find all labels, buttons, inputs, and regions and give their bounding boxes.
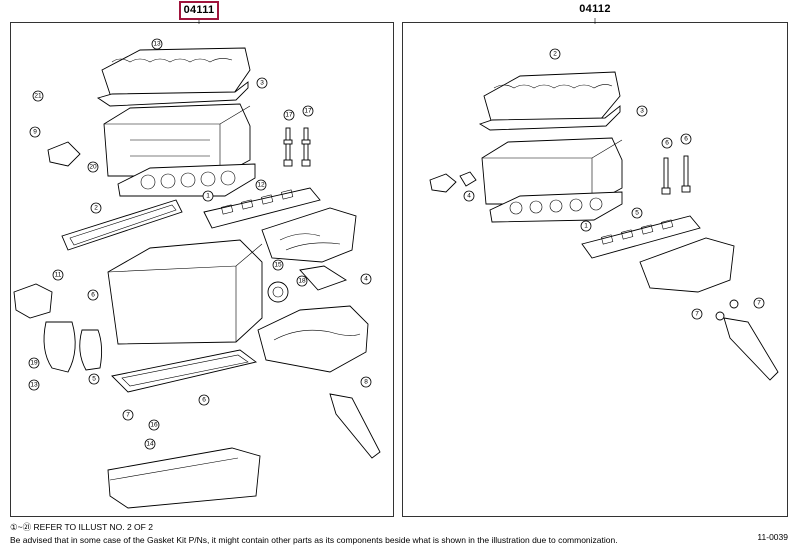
callout-left-20[interactable]: 6 <box>198 394 210 406</box>
svg-text:2: 2 <box>553 51 557 58</box>
svg-text:18: 18 <box>298 278 306 285</box>
svg-text:7: 7 <box>757 300 761 307</box>
oil-pan-left <box>107 447 261 509</box>
thermostat-housing-left <box>47 141 81 167</box>
part-number-04112[interactable]: 04112 <box>579 3 611 15</box>
callout-left-1[interactable]: 13 <box>151 38 163 50</box>
timing-cover-gasket-left <box>43 321 103 373</box>
callout-left-19[interactable]: 16 <box>148 419 160 431</box>
svg-text:5: 5 <box>92 376 96 383</box>
head-bolts-left <box>283 127 311 167</box>
svg-text:16: 16 <box>150 422 158 429</box>
callout-left-18[interactable]: 7 <box>122 409 134 421</box>
exhaust-manifold-left <box>257 305 369 373</box>
svg-text:13: 13 <box>153 41 161 48</box>
svg-text:9: 9 <box>33 129 37 136</box>
footer-reference-note: ①~㉑ REFER TO ILLUST NO. 2 OF 2 <box>10 522 153 532</box>
svg-text:7: 7 <box>126 412 130 419</box>
svg-text:17: 17 <box>285 112 293 119</box>
svg-text:8: 8 <box>364 379 368 386</box>
callout-right-9[interactable]: 7 <box>691 308 703 320</box>
oil-seal-left <box>267 281 289 303</box>
svg-text:20: 20 <box>89 164 97 171</box>
part-number-04111-highlighted[interactable]: 04111 <box>179 1 219 20</box>
svg-text:14: 14 <box>146 441 154 448</box>
exhaust-pipe-gasket-left <box>299 265 381 459</box>
svg-text:4: 4 <box>467 193 471 200</box>
callout-left-22[interactable]: 13 <box>28 379 40 391</box>
svg-text:6: 6 <box>202 397 206 404</box>
callout-right-6[interactable]: 1 <box>580 220 592 232</box>
head-gasket-right <box>489 191 623 223</box>
callout-left-9[interactable]: 12 <box>255 179 267 191</box>
svg-text:1: 1 <box>584 223 588 230</box>
callout-left-8[interactable]: 1 <box>202 190 214 202</box>
callout-right-3[interactable]: 6 <box>661 137 673 149</box>
svg-text:12: 12 <box>257 182 265 189</box>
head-gasket-left <box>117 163 256 197</box>
cylinder-head-cover-left <box>96 47 251 107</box>
callout-left-21[interactable]: 14 <box>144 438 156 450</box>
callout-right-5[interactable]: 4 <box>463 190 475 202</box>
callouts-right: 2 3 6 6 4 1 5 7 7 <box>463 48 765 320</box>
callout-right-8[interactable]: 7 <box>753 297 765 309</box>
callout-left-11[interactable]: 11 <box>52 269 64 281</box>
oil-pan-gasket-left <box>111 349 258 393</box>
callout-right-4[interactable]: 6 <box>680 133 692 145</box>
intake-manifold-right <box>639 237 735 293</box>
svg-text:3: 3 <box>640 108 644 115</box>
manifold-gasket-right <box>581 215 701 259</box>
svg-text:13: 13 <box>30 382 38 389</box>
callout-left-5[interactable]: 20 <box>87 161 99 173</box>
callouts-left: 13 3 21 9 20 17 17 1 12 2 11 6 15 18 4 1… <box>28 38 372 450</box>
callout-left-10[interactable]: 2 <box>90 202 102 214</box>
water-outlet-right <box>429 171 477 193</box>
svg-text:21: 21 <box>34 93 42 100</box>
callout-left-4[interactable]: 9 <box>29 126 41 138</box>
callout-left-14[interactable]: 18 <box>296 275 308 287</box>
svg-text:3: 3 <box>260 80 264 87</box>
svg-text:6: 6 <box>684 136 688 143</box>
svg-text:1: 1 <box>206 193 210 200</box>
callout-left-3[interactable]: 21 <box>32 90 44 102</box>
callout-left-23[interactable]: 8 <box>360 376 372 388</box>
illustration-code: 11-0039 <box>757 532 788 542</box>
cylinder-head-cover-right <box>478 71 621 131</box>
callout-left-6[interactable]: 17 <box>283 109 295 121</box>
head-bolts-right <box>661 155 691 195</box>
svg-text:7: 7 <box>695 311 699 318</box>
svg-text:2: 2 <box>94 205 98 212</box>
callout-left-12[interactable]: 6 <box>87 289 99 301</box>
svg-text:5: 5 <box>635 210 639 217</box>
svg-text:6: 6 <box>665 140 669 147</box>
footer-disclaimer: Be advised that in some case of the Gask… <box>10 535 618 545</box>
svg-text:4: 4 <box>364 276 368 283</box>
callout-left-16[interactable]: 19 <box>28 357 40 369</box>
callout-left-13[interactable]: 15 <box>272 259 284 271</box>
callout-left-2[interactable]: 3 <box>256 77 268 89</box>
svg-text:17: 17 <box>304 108 312 115</box>
callout-left-7[interactable]: 17 <box>302 105 314 117</box>
cylinder-head-left <box>103 103 251 177</box>
valve-cover-gasket-strip-left <box>61 199 183 251</box>
callout-left-15[interactable]: 4 <box>360 273 372 285</box>
exhaust-pipe-right <box>715 299 779 381</box>
intake-manifold-left <box>261 207 357 263</box>
svg-text:11: 11 <box>55 272 62 279</box>
manifold-gasket-left <box>203 187 321 229</box>
svg-text:19: 19 <box>30 360 38 367</box>
callout-left-17[interactable]: 5 <box>88 373 100 385</box>
engine-block-left <box>107 239 263 345</box>
water-outlet-left <box>13 283 53 319</box>
callout-right-7[interactable]: 5 <box>631 207 643 219</box>
svg-text:6: 6 <box>91 292 95 299</box>
callout-right-1[interactable]: 2 <box>549 48 561 60</box>
callout-right-2[interactable]: 3 <box>636 105 648 117</box>
svg-text:15: 15 <box>274 262 282 269</box>
